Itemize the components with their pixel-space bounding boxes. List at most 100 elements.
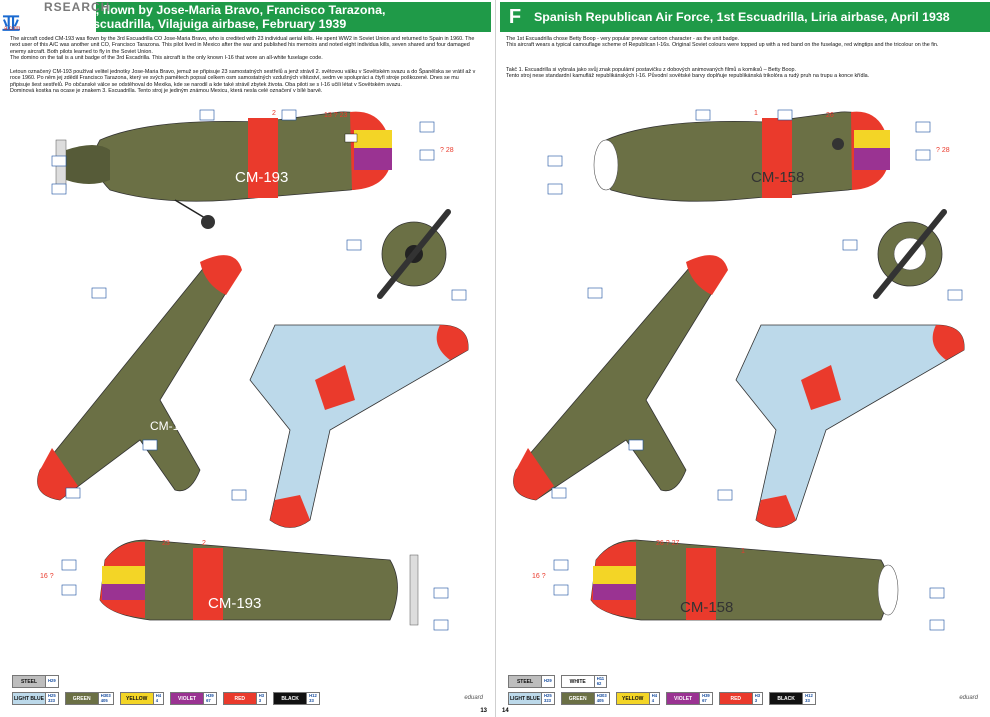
legend-code: H303 [100,693,111,699]
legend-code: H25 [544,693,552,699]
legend-code: 3 [754,697,758,703]
legend-color-codes: H29 [541,676,554,687]
legend-code: H12 [805,693,813,699]
left-ref-28: ? 28 [440,147,454,154]
right-side-view-top: CM-158 [593,111,890,202]
legend-code: 67 [702,697,707,703]
legend-code: 4 [155,697,159,703]
left-front-view [377,209,451,299]
legend-code: H39 [206,693,214,699]
left-eduard-logo: eduard [464,695,483,701]
right-ref-16: 16 ? [532,573,546,580]
left-p3: Letoun označený CM-193 používal velitel … [10,69,476,88]
right-top-view [513,255,728,501]
left-side-view-top: CM-193 [55,111,393,229]
right-ref-28: ? 28 [936,147,950,154]
legend-code: 405 [100,697,108,703]
right-ref-26-27: 26 ? 27 [656,540,679,547]
right-bottom-view [735,324,965,528]
left-title-line1: Force, flown by Jose-Maria Bravo, Franci… [62,3,386,17]
legend-code: H303 [596,693,607,699]
right-description-en: The 1st Escuadrilla chose Betty Boop - v… [506,36,981,49]
legend-code: 33 [805,697,810,703]
right-ref-1b: 1 [741,548,745,555]
left-page: Force, flown by Jose-Maria Bravo, Franci… [0,0,491,714]
legend-color-name: GREEN [561,693,594,704]
legend-color-codes: H29 [45,676,58,687]
legend-code: 323 [48,697,55,703]
right-page: F Spanish Republican Air Force, 1st Escu… [495,0,990,717]
left-bottom-view [249,324,469,528]
watermark-glyph: 亚 [2,14,20,34]
legend-color-name: YELLOW [120,693,153,704]
legend-color-name: RED [223,693,256,704]
right-p3: Takč 1. Escuadrilla si vybrala jako svůj… [506,67,797,73]
legend-color-name: BLACK [770,693,803,704]
legend-code: 4 [651,697,655,703]
left-description-en: The aircraft coded CM-193 was flown by t… [10,36,480,61]
left-p2: The domino on the tail is a unit badge o… [10,54,323,61]
legend-code: H11 [596,676,605,682]
left-title-line2: 3rd Escuadrilla, Vilajuiga airbase, Febr… [62,17,347,31]
legend-color-name: VIOLET [667,693,700,704]
left-side-view-bottom: CM-193 [99,539,419,626]
legend-code: H39 [702,693,710,699]
legend-color-name: BLACK [274,693,307,704]
right-eduard-logo: eduard [959,695,978,701]
left-ref-2b: 2 [202,540,206,547]
left-code-topview: CM-193 [150,419,193,433]
legend-code: H29 [544,678,552,684]
right-p1: The 1st Escuadrilla chose Betty Boop - v… [506,36,740,42]
watermark-text: RSEARCH [44,0,111,14]
legend-color-name: STEEL [509,676,541,687]
left-artwork: CM-193 CM-193 [37,109,469,631]
right-page-number: 14 [502,708,509,714]
right-side-view-bottom: CM-158 [590,539,899,621]
right-front-view [873,209,947,299]
legend-code: H4 [155,693,162,699]
left-top-view: CM-193 [37,255,242,501]
left-ref-13-23: 13 ? 23 [324,112,347,119]
legend-color-name: WHITE [561,676,594,687]
legend-code: H3 [754,693,761,699]
legend-code: 62 [596,680,602,686]
legend-color-name: LIGHT BLUE [13,693,45,704]
legend-code: H3 [258,693,265,699]
left-p4: Dominová kostka na ocase je znakem 3. Es… [10,87,323,94]
right-description-cz: Takč 1. Escuadrilla si vybrala jako svůj… [506,67,981,80]
legend-code: 405 [596,697,604,703]
legend-color-name: YELLOW [616,693,649,704]
legend-code: 323 [544,697,551,703]
legend-code: H25 [48,693,56,699]
left-ref-23: 23 [162,540,170,547]
right-title: Spanish Republican Air Force, 1st Escuad… [534,10,950,24]
watermark-domain: a.com [4,26,21,32]
legend-color-name: LIGHT BLUE [509,693,541,704]
right-code-bottom: CM-158 [680,599,733,616]
right-ref-1: 1 [754,110,758,117]
